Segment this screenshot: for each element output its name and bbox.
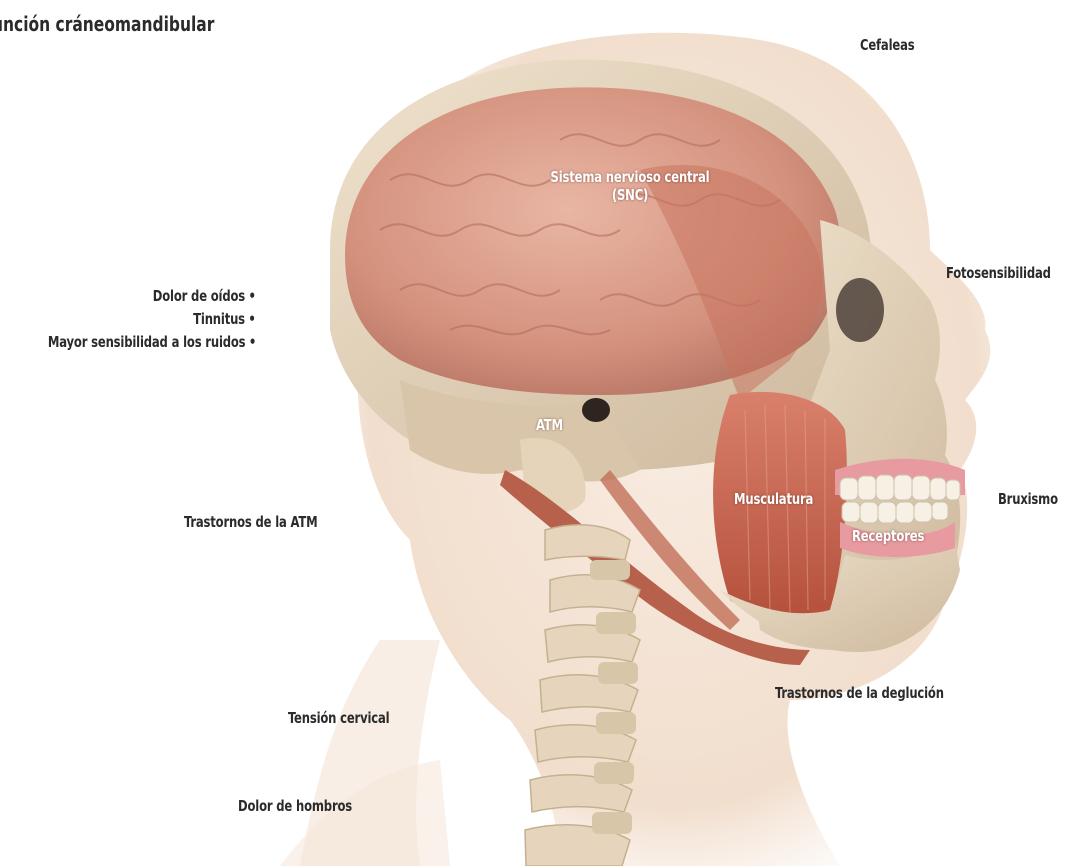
label-tinnitus-text: Tinnitus bbox=[194, 310, 246, 328]
label-snc-line2: (SNC) bbox=[518, 186, 742, 204]
page-title: unción cráneomandibular bbox=[0, 12, 214, 36]
ear-canal bbox=[582, 398, 610, 422]
label-ruidos-text: Mayor sensibilidad a los ruidos bbox=[48, 333, 246, 351]
label-ruidos: Mayor sensibilidad a los ruidos• bbox=[48, 333, 256, 351]
eye-orbit bbox=[836, 278, 884, 342]
label-dolor-hombros: Dolor de hombros bbox=[238, 797, 352, 815]
label-musculatura: Musculatura bbox=[734, 490, 813, 508]
bullet-icon: • bbox=[249, 310, 256, 328]
bullet-icon: • bbox=[249, 333, 256, 351]
label-tinnitus: Tinnitus• bbox=[194, 310, 256, 328]
label-trastornos-deglucion: Trastornos de la deglución bbox=[775, 684, 944, 702]
label-trastornos-atm: Trastornos de la ATM bbox=[184, 513, 317, 531]
label-atm: ATM bbox=[536, 416, 563, 434]
label-snc-line1: Sistema nervioso central bbox=[518, 168, 742, 186]
label-cefaleas: Cefaleas bbox=[860, 36, 914, 54]
label-bruxismo: Bruxismo bbox=[998, 490, 1058, 508]
label-receptores: Receptores bbox=[852, 527, 924, 545]
label-dolor-oidos-text: Dolor de oídos bbox=[153, 287, 245, 305]
label-tension-cervical: Tensión cervical bbox=[288, 709, 389, 727]
label-dolor-oidos: Dolor de oídos• bbox=[153, 287, 256, 305]
label-fotosensibilidad: Fotosensibilidad bbox=[946, 264, 1051, 282]
label-snc: Sistema nervioso central (SNC) bbox=[518, 168, 742, 204]
bullet-icon: • bbox=[249, 287, 256, 305]
